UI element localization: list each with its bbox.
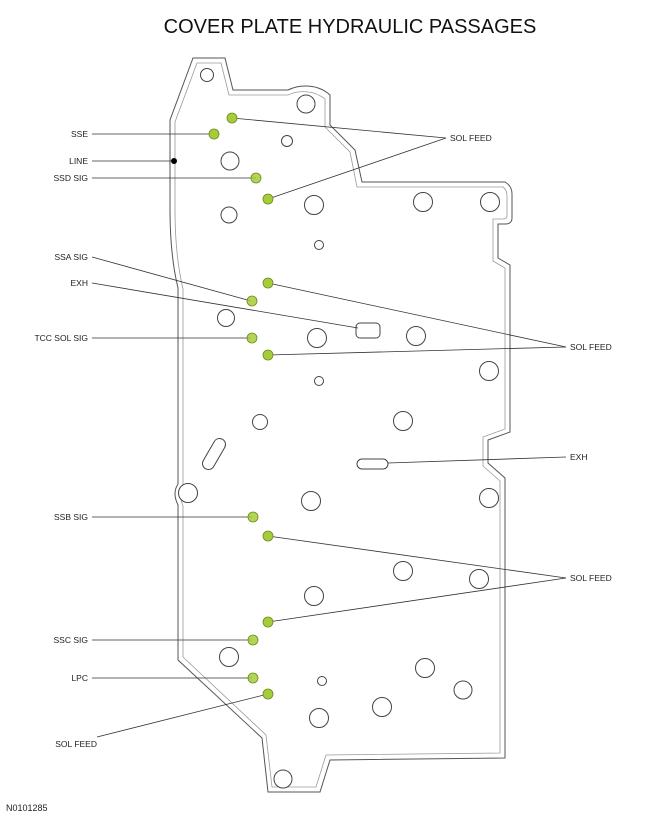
plate-holes: [178, 68, 500, 789]
label-sse: SSE: [71, 129, 88, 139]
plate-hole: [273, 769, 293, 789]
sol-feed-passage: [262, 616, 274, 628]
ssc-sig-passage: [247, 634, 259, 646]
plate-hole: [406, 326, 426, 346]
plate-hole: [220, 151, 240, 171]
label-exh-right: EXH: [570, 452, 587, 462]
plate-hole: [281, 135, 293, 147]
plate-hole: [309, 708, 329, 728]
label-ssa-sig: SSA SIG: [54, 252, 88, 262]
plate-hole: [453, 680, 473, 700]
cover-plate-outline: [169, 57, 513, 793]
label-ssd-sig: SSD SIG: [54, 173, 88, 183]
plate-hole: [219, 647, 239, 667]
label-ssb-sig: SSB SIG: [54, 512, 88, 522]
plate-hole: [304, 586, 324, 606]
plate-hole: [480, 192, 500, 212]
tcc-sol-sig-passage: [246, 332, 258, 344]
label-lpc: LPC: [71, 673, 88, 683]
plate-hole: [413, 192, 433, 212]
ssa-sig-passage: [246, 295, 258, 307]
leader-sol-feed-bottom: [96, 693, 269, 738]
leader-exh-left: [91, 282, 359, 329]
cover-plate-inner-edge: [174, 62, 508, 788]
plate-hole: [393, 411, 413, 431]
label-line: LINE: [69, 156, 88, 166]
plate-hole: [479, 361, 499, 381]
plate-hole: [301, 491, 321, 511]
exh-slot-right: [356, 458, 389, 470]
plate-hole: [307, 328, 327, 348]
diagram-title: COVER PLATE HYDRAULIC PASSAGES: [164, 16, 537, 38]
plate-hole: [393, 561, 413, 581]
plate-hole: [296, 94, 316, 114]
plate-hole: [469, 569, 489, 589]
sse-passage: [208, 128, 220, 140]
leader-ssa-sig: [91, 256, 252, 302]
plate-hole: [314, 376, 324, 386]
label-sol-feed-mid: SOL FEED: [570, 342, 612, 352]
sol-feed-passage: [262, 277, 274, 289]
label-sol-feed-top: SOL FEED: [450, 133, 492, 143]
label-ssc-sig: SSC SIG: [54, 635, 88, 645]
leader-sol-feed-low-a: [267, 535, 567, 579]
passage-markers: [171, 112, 274, 700]
leader-exh-right: [387, 456, 567, 464]
leader-sol-feed-top-a: [231, 117, 447, 139]
sol-feed-passage: [262, 193, 274, 205]
plate-hole: [252, 414, 268, 430]
leader-sol-feed-mid-b: [267, 346, 567, 356]
sol-feed-passage: [262, 349, 274, 361]
label-sol-feed-low: SOL FEED: [570, 573, 612, 583]
plate-hole: [200, 68, 214, 82]
plate-hole: [178, 483, 198, 503]
plate-hole: [314, 240, 324, 250]
sol-feed-passage: [226, 112, 238, 124]
figure-id: N0101285: [6, 803, 48, 813]
lpc-passage: [247, 672, 259, 684]
ssd-sig-passage: [250, 172, 262, 184]
plate-hole: [415, 658, 435, 678]
sol-feed-passage: [262, 688, 274, 700]
leader-sol-feed-low-b: [267, 577, 567, 623]
line-passage: [171, 158, 177, 164]
plate-hole: [220, 206, 238, 224]
plate-hole: [217, 309, 235, 327]
label-sol-feed-bottom: SOL FEED: [55, 739, 97, 749]
sol-feed-passage: [262, 530, 274, 542]
plate-hole: [317, 676, 327, 686]
label-tcc-sol-sig: TCC SOL SIG: [34, 333, 88, 343]
leader-sol-feed-top-b: [267, 137, 447, 200]
leader-lines: [91, 117, 567, 738]
plate-hole: [479, 488, 499, 508]
plate-hole: [372, 697, 392, 717]
ssb-sig-passage: [247, 511, 259, 523]
label-exh-left: EXH: [71, 278, 88, 288]
plate-hole: [304, 195, 324, 215]
leader-sol-feed-mid-a: [267, 282, 567, 348]
plate-slot-angled: [202, 437, 226, 471]
exh-slot-upper: [355, 322, 381, 339]
